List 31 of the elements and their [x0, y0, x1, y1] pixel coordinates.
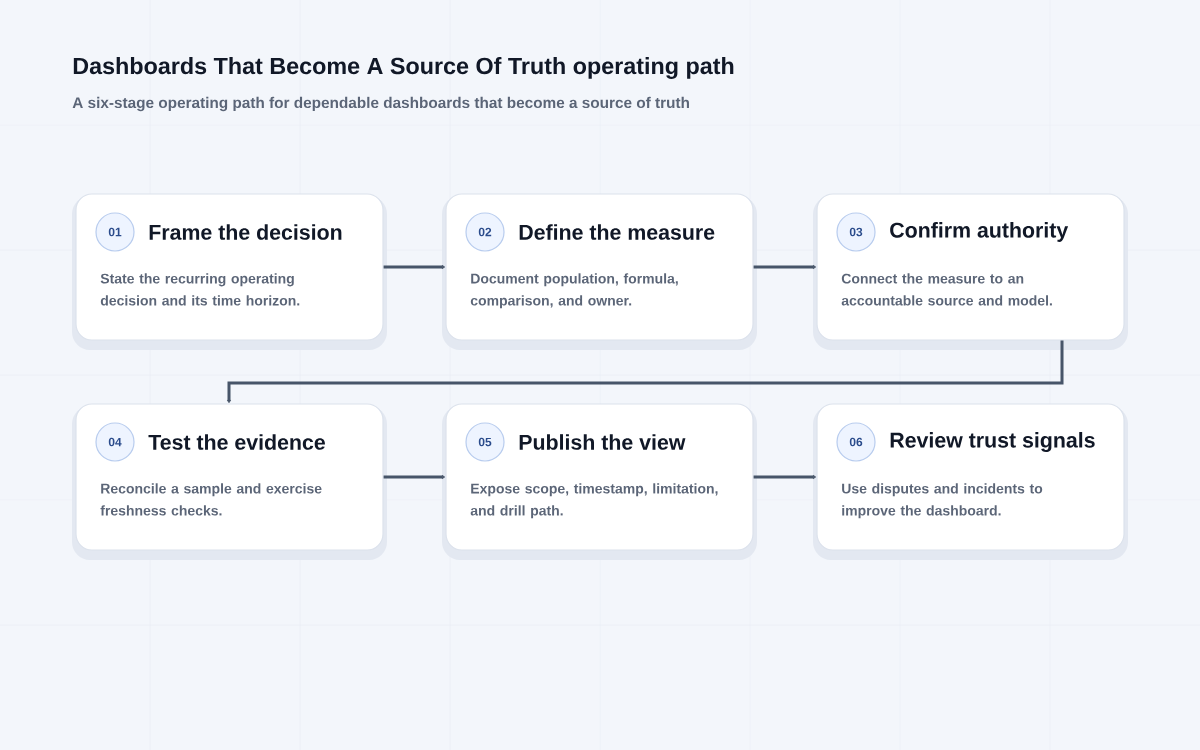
- step-card: [813, 403, 1128, 560]
- step-description: State the recurring operating decision and its time horizon.: [100, 273, 300, 306]
- connector-arrow: [753, 264, 817, 270]
- step-card: [442, 403, 757, 560]
- connector-arrow: [226, 340, 1064, 404]
- step-description: Use disputes and incidents to improve the dashboard.: [842, 483, 1043, 519]
- step-description: Expose scope, timestamp, limitation, and drill path.: [470, 483, 718, 519]
- step-title: Review trust signals: [890, 432, 1095, 452]
- connector-arrow: [383, 264, 446, 270]
- step-card: [72, 193, 387, 350]
- connector-arrow: [753, 474, 817, 480]
- number-badge: 01: [95, 212, 135, 252]
- number-badge: 06: [836, 422, 876, 462]
- step-card: [72, 403, 387, 560]
- number-badge: 05: [465, 422, 505, 462]
- step-title: Confirm authority: [890, 222, 1069, 242]
- step-title: Publish the view: [519, 434, 686, 450]
- diagram-title: Dashboards That Become A Source Of Truth operating path: [73, 57, 734, 79]
- step-card: [813, 193, 1128, 350]
- subtitle: A six-stage operating path for dependable dashboards that become a source of truth: [72, 96, 689, 112]
- number-badge: 04: [95, 422, 135, 462]
- step-card: [442, 193, 757, 350]
- number-badge: 02: [465, 212, 505, 252]
- step-description: Document population, formula, comparison, and owner.: [470, 273, 678, 309]
- step-description: Reconcile a sample and exercise freshness checks.: [100, 483, 322, 516]
- connector-arrow: [383, 474, 446, 480]
- step-title: Test the evidence: [148, 434, 325, 450]
- step-description: Connect the measure to an accountable source and model.: [841, 273, 1052, 306]
- step-title: Define the measure: [519, 224, 715, 240]
- number-badge: 03: [836, 212, 876, 252]
- step-title: Frame the decision: [149, 224, 342, 240]
